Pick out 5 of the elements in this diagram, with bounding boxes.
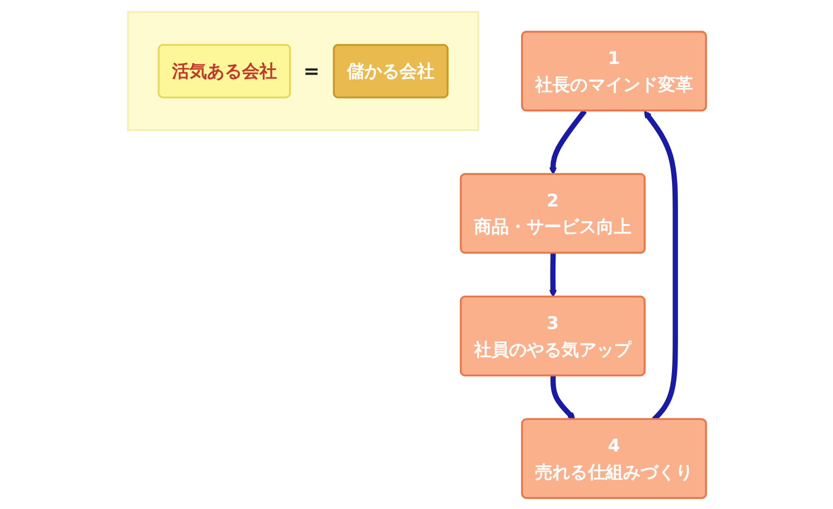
arrow — [550, 375, 575, 420]
arrow — [548, 252, 556, 297]
equals-sign: ＝ — [300, 58, 322, 86]
arrow — [548, 108, 586, 174]
cluster — [126, 10, 479, 131]
